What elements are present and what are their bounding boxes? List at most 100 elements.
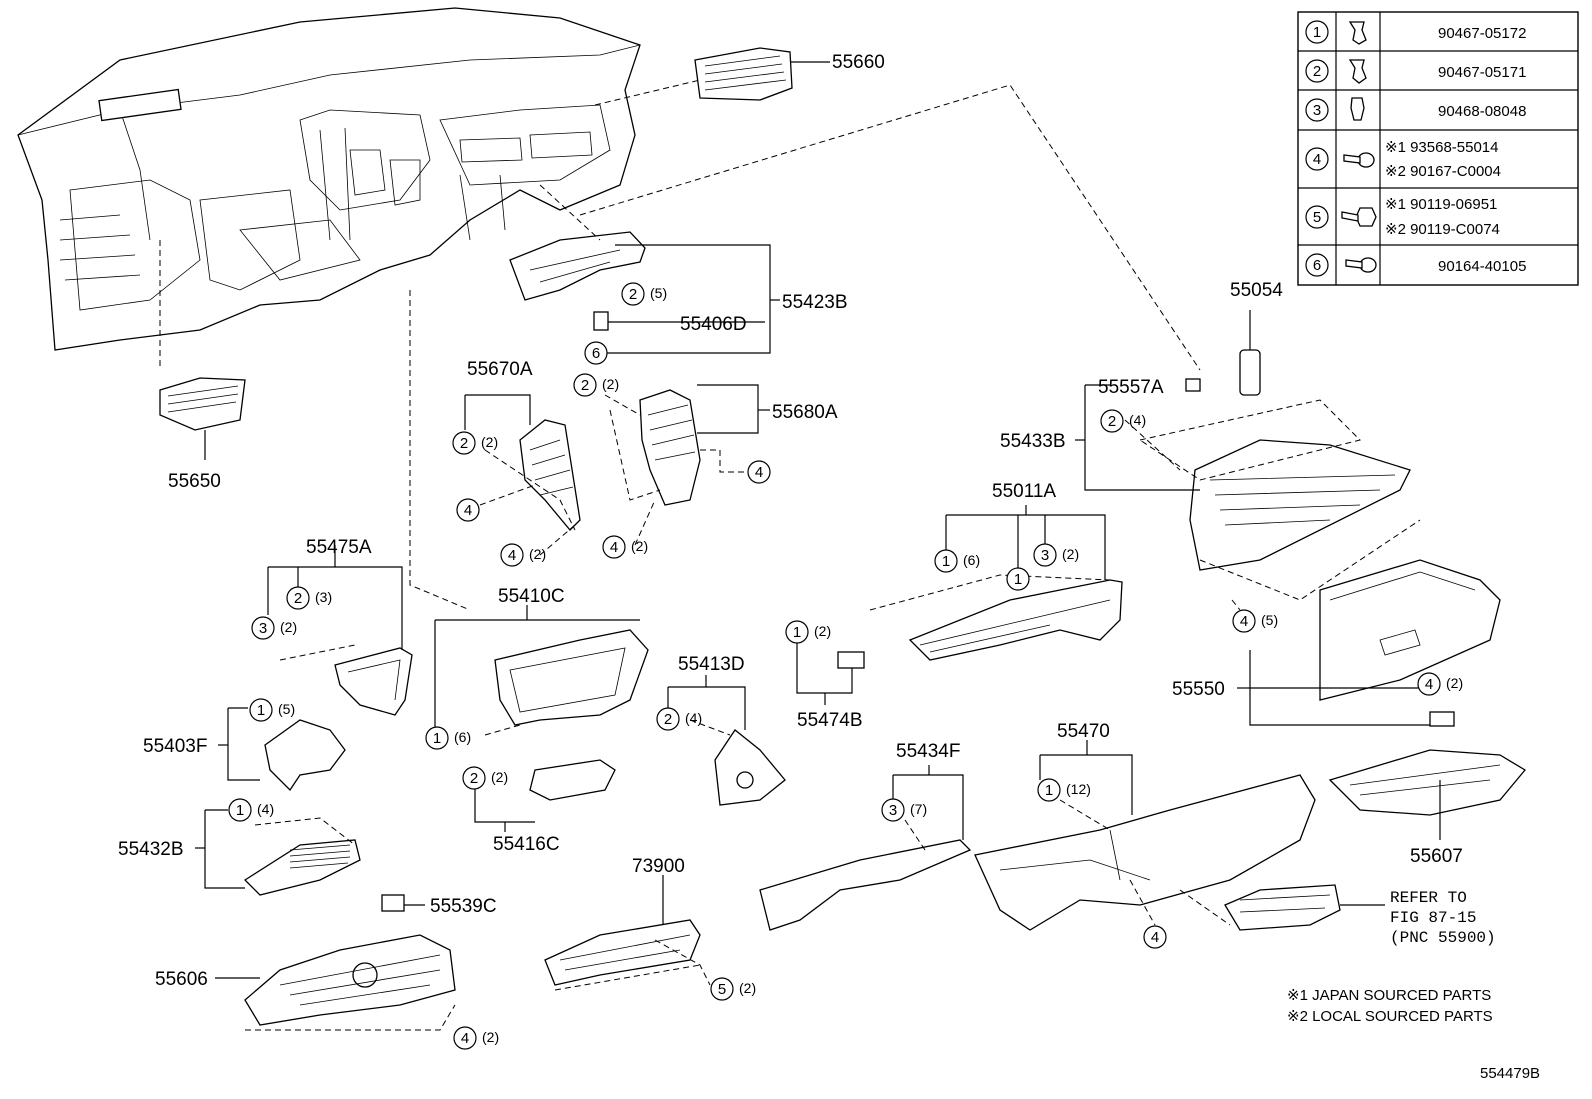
svg-text:(2): (2)	[739, 980, 756, 996]
vent-55650-drawing	[159, 377, 246, 431]
callout: 1(2)	[785, 620, 831, 644]
svg-text:2: 2	[1108, 413, 1116, 430]
svg-text:(5): (5)	[278, 701, 295, 717]
callout: 4	[456, 498, 480, 522]
callout: 4 (2)	[453, 1026, 499, 1050]
label-55606: 55606	[155, 969, 208, 990]
cover-55423B-drawing	[509, 231, 646, 331]
reinforcement-55011A-drawing	[869, 574, 1123, 661]
switch-55474B-drawing	[837, 651, 865, 669]
part-number: ※2 90167-C0004	[1385, 163, 1501, 180]
label-55403F: 55403F	[143, 736, 207, 757]
label-55650: 55650	[168, 471, 221, 492]
callout: 3(2)	[1033, 543, 1079, 567]
svg-text:2: 2	[470, 770, 478, 787]
svg-text:(2): (2)	[280, 619, 297, 635]
part-number: ※1 90119-06951	[1385, 196, 1497, 213]
svg-text:(2): (2)	[631, 538, 648, 554]
part-number: 90467-05171	[1438, 64, 1526, 81]
callout: 2 (2)	[462, 766, 508, 790]
svg-text:1: 1	[433, 730, 441, 747]
callout: 1(5)	[249, 698, 295, 722]
table-row: 2 90467-05171	[1305, 59, 1526, 84]
svg-text:(2): (2)	[482, 1029, 499, 1045]
stopper-55557A-drawing	[1185, 378, 1201, 392]
panel-55606-drawing	[244, 934, 456, 1026]
table-row: 5 ※1 90119-06951 ※2 90119-C0074	[1305, 196, 1500, 238]
row-number: 1	[1313, 24, 1321, 41]
svg-text:3: 3	[1041, 547, 1049, 564]
label-55433B: 55433B	[1000, 431, 1066, 452]
svg-text:2: 2	[294, 590, 302, 607]
svg-text:1: 1	[1045, 782, 1053, 799]
svg-text:2: 2	[581, 377, 589, 394]
vent-55660-drawing	[694, 47, 793, 101]
label-55475A: 55475A	[306, 537, 372, 558]
table-row: 3 90468-08048	[1305, 97, 1526, 122]
svg-text:(7): (7)	[910, 801, 927, 817]
row-number: 6	[1313, 257, 1321, 274]
clip-icon	[1350, 97, 1365, 121]
svg-text:(2): (2)	[491, 769, 508, 785]
svg-text:1: 1	[236, 802, 244, 819]
part-labels: 55660 55650 55423B 55406D 55670A 55680A …	[118, 52, 1463, 990]
label-55054: 55054	[1230, 280, 1283, 301]
label-55539C: 55539C	[430, 896, 497, 917]
part-number: ※1 93568-55014	[1385, 139, 1499, 156]
table-row: 6 90164-40105	[1305, 253, 1526, 277]
panel-55434F-drawing	[759, 839, 972, 931]
svg-text:4: 4	[464, 502, 472, 519]
svg-text:4: 4	[755, 464, 763, 481]
refer-line-1: REFER TO	[1390, 889, 1467, 907]
callout: 2 (5)	[621, 282, 667, 306]
clip-icon	[1348, 59, 1367, 84]
refer-note: REFER TO FIG 87-15 (PNC 55900)	[1390, 889, 1496, 947]
hood-55410C-drawing	[494, 629, 649, 726]
callout: 2(2)	[573, 373, 619, 397]
part-number: 90467-05172	[1438, 25, 1526, 42]
svg-text:3: 3	[259, 620, 267, 637]
svg-text:2: 2	[664, 711, 672, 728]
callout: 3 (7)	[881, 798, 927, 822]
callout: 4(2)	[1417, 672, 1463, 696]
glovebox-door-55550-drawing	[1319, 559, 1501, 727]
svg-text:2: 2	[629, 286, 637, 303]
panel-55475A-drawing	[334, 647, 413, 716]
svg-text:6: 6	[592, 345, 600, 362]
panel-55607-drawing	[1328, 749, 1526, 816]
row-number: 2	[1313, 63, 1321, 80]
svg-text:4: 4	[1151, 929, 1159, 946]
panel-55413D-drawing	[714, 729, 786, 806]
svg-text:(2): (2)	[529, 546, 546, 562]
svg-text:2: 2	[460, 435, 468, 452]
panel-55403F-drawing	[264, 719, 346, 792]
callout: 6	[584, 341, 608, 365]
callout: 1	[1006, 567, 1030, 591]
lower-panel-55470-drawing	[974, 774, 1316, 931]
callout: 2(4)	[656, 707, 702, 731]
svg-text:(3): (3)	[315, 589, 332, 605]
row-number: 4	[1313, 151, 1321, 168]
callout: 4(2)	[500, 543, 546, 567]
callouts: 2 (5) 6 2 (2) 2 (2) 4 4 4 (2) 4 (2) 2(4) 1(6)…	[228, 282, 1463, 1050]
callout: 4(2)	[602, 535, 648, 559]
climate-panel-drawing	[1224, 884, 1341, 931]
panel-73900-drawing	[544, 919, 701, 986]
svg-text:4: 4	[461, 1030, 469, 1047]
svg-text:3: 3	[889, 802, 897, 819]
label-55432B: 55432B	[118, 839, 184, 860]
label-55423B: 55423B	[782, 292, 848, 313]
fastener-table: 1 90467-05172 2 90467-05171 3 90468-0804…	[1297, 11, 1579, 286]
source-notes: ※1 JAPAN SOURCED PARTS ※2 LOCAL SOURCED …	[1287, 987, 1493, 1025]
table-row: 1 90467-05172	[1305, 20, 1526, 45]
part-number: 90164-40105	[1438, 258, 1526, 275]
callout: 1(12)	[1037, 778, 1091, 802]
callout: 2(2)	[452, 431, 498, 455]
callout: 1(6)	[934, 549, 980, 573]
note-japan: ※1 JAPAN SOURCED PARTS	[1287, 987, 1491, 1004]
panel-55432B-drawing	[243, 839, 405, 912]
label-55557A: 55557A	[1098, 377, 1164, 398]
refer-line-2: FIG 87-15	[1390, 909, 1476, 927]
svg-text:(5): (5)	[650, 285, 667, 301]
